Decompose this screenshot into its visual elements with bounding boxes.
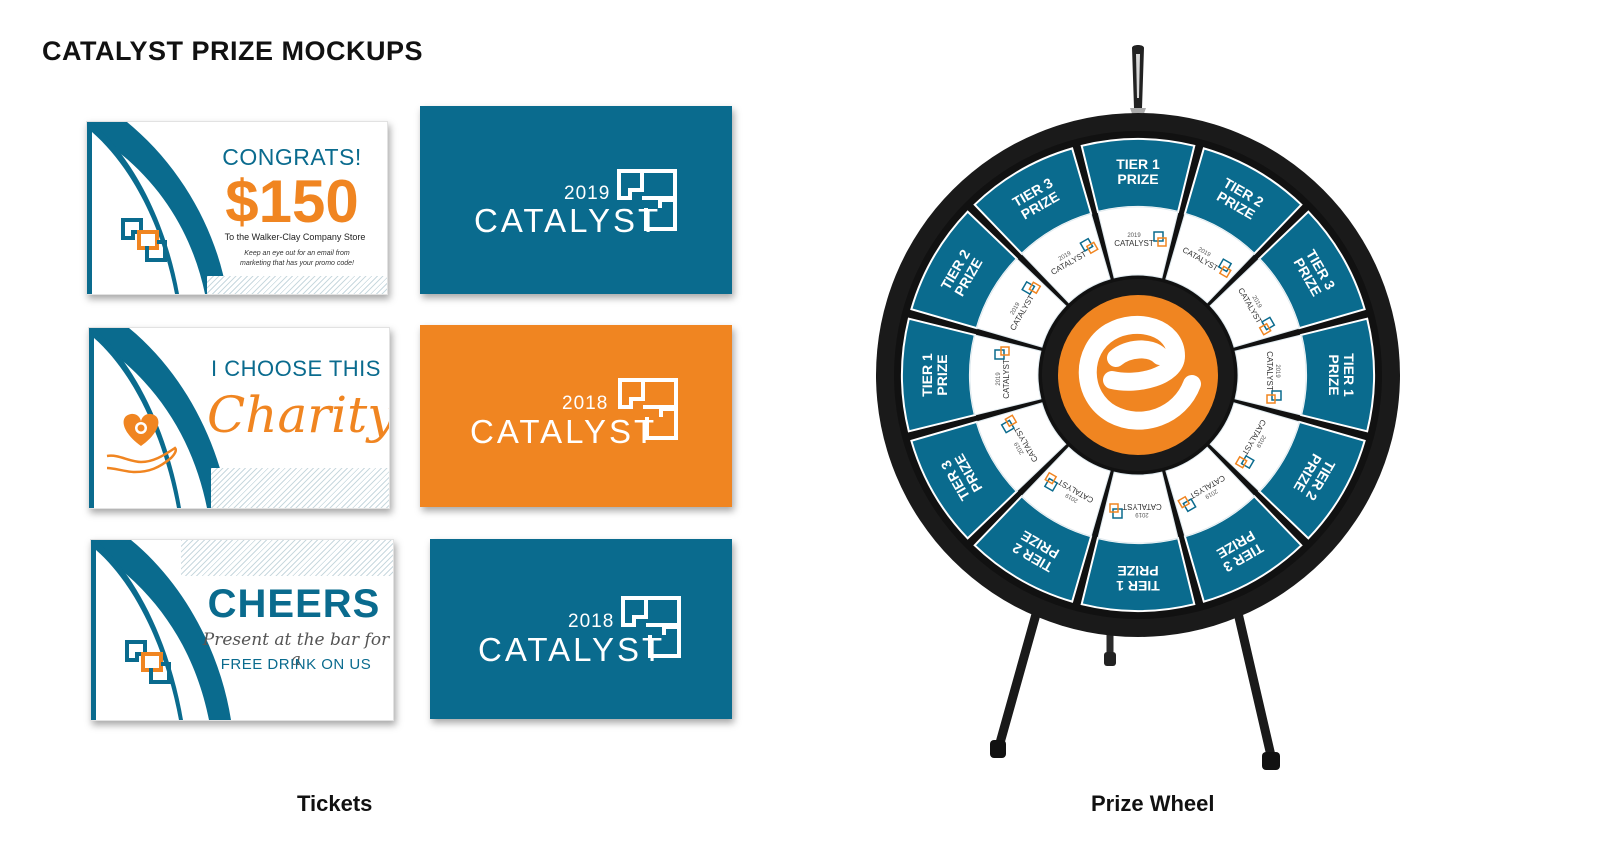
ticket-back-2018-orange: 2018 CATALYST xyxy=(420,325,732,507)
store-line: To the Walker-Clay Company Store xyxy=(224,232,366,242)
ticket-back-2019: 2019 CATALYST xyxy=(420,106,732,294)
e-logo-icon xyxy=(1078,315,1201,430)
logo-year: 2019 xyxy=(564,183,611,204)
svg-text:CATALYST: CATALYST xyxy=(1265,351,1274,391)
svg-text:CATALYST: CATALYST xyxy=(1114,239,1154,248)
sail-decoration xyxy=(91,540,231,720)
ticket-congrats-front: CONGRATS! $150 To the Walker-Clay Compan… xyxy=(86,121,388,295)
wheel-segment-inner xyxy=(1097,471,1179,544)
heart-hand-icon xyxy=(106,413,178,474)
catalyst-logo: 2018 CATALYST xyxy=(470,377,685,450)
catalyst-logo: 2019 CATALYST xyxy=(474,168,684,239)
logo-name: CATALYST xyxy=(470,413,658,450)
congrats-text: CONGRATS! xyxy=(222,144,362,170)
wheel-segment-inner xyxy=(1209,402,1300,492)
segment-label: TIER 1PRIZE xyxy=(919,353,950,397)
note-line-1: Keep an eye out for an email from xyxy=(244,250,350,257)
ticket-charity-front: I CHOOSE THIS Charity xyxy=(88,327,390,509)
prize-amount: $150 xyxy=(225,168,359,235)
svg-text:2019: 2019 xyxy=(996,372,1002,386)
choose-text: I CHOOSE THIS xyxy=(211,356,381,381)
wheel-segment-inner xyxy=(1234,334,1307,416)
svg-text:2019: 2019 xyxy=(1274,364,1280,378)
logo-name: CATALYST xyxy=(478,631,666,668)
tickets-caption: Tickets xyxy=(297,791,373,816)
wheel-segment-inner xyxy=(976,258,1067,348)
logo-name: CATALYST xyxy=(474,202,662,239)
wheel-segment-inner xyxy=(1209,258,1300,348)
present-text: Present at the bar for a xyxy=(202,630,390,670)
wheel-segment-inner xyxy=(1097,206,1179,279)
wheel-segment-inner xyxy=(1165,446,1255,537)
stripe-band xyxy=(211,468,389,508)
logo-year: 2018 xyxy=(562,393,609,414)
stripe-band xyxy=(181,540,393,576)
svg-text:2019: 2019 xyxy=(1135,511,1149,517)
prize-wheel-caption: Prize Wheel xyxy=(1091,791,1215,816)
logo-year: 2018 xyxy=(568,611,615,632)
catalyst-square-icon xyxy=(121,218,167,262)
svg-text:CATALYST: CATALYST xyxy=(1122,502,1162,511)
page-title: CATALYST PRIZE MOCKUPS xyxy=(42,36,424,66)
note-line-2: marketing that has your promo code! xyxy=(239,260,354,267)
wheel-segment-inner xyxy=(1021,213,1111,304)
catalyst-square-icon xyxy=(621,596,681,658)
free-drink-text: FREE DRINK ON US xyxy=(220,656,372,673)
catalyst-square-icon xyxy=(618,378,678,440)
svg-text:2019: 2019 xyxy=(1127,233,1141,239)
svg-text:CATALYST: CATALYST xyxy=(1002,359,1011,399)
catalyst-square-icon xyxy=(125,640,171,684)
catalyst-logo: 2018 CATALYST xyxy=(478,595,688,668)
ticket-back-2018-blue: 2018 CATALYST xyxy=(430,539,732,719)
ticket-cheers-front: CHEERS Present at the bar for a FREE DRI… xyxy=(90,539,394,721)
stripe-band xyxy=(207,276,387,294)
segment-label: TIER 1PRIZE xyxy=(1326,353,1357,397)
catalyst-square-icon xyxy=(617,169,677,231)
cheers-text: CHEERS xyxy=(207,582,381,626)
wheel-segment-inner xyxy=(969,334,1042,416)
wheel-segment-inner xyxy=(976,402,1067,492)
segment-label: TIER 1PRIZE xyxy=(1116,563,1160,594)
wheel-segment-inner xyxy=(1021,446,1111,537)
wheel-segment-inner xyxy=(1165,213,1255,304)
charity-text: Charity xyxy=(207,386,390,444)
